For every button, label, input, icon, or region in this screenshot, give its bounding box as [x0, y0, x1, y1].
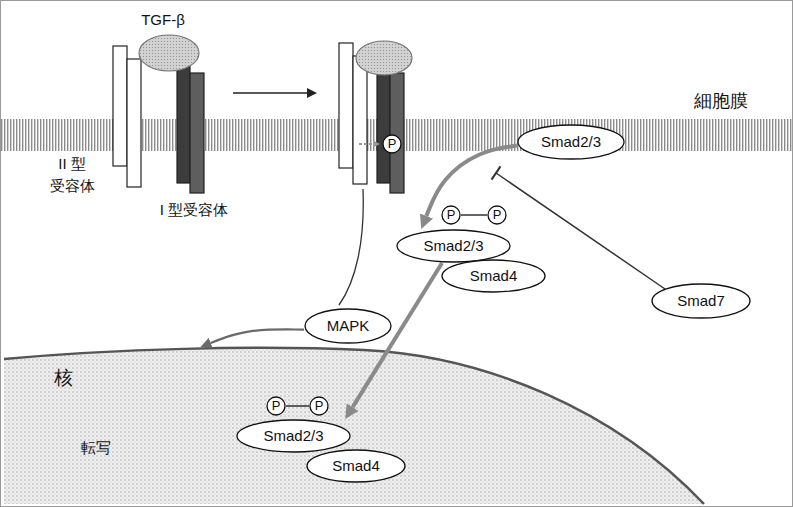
label-anchor: 細胞膜: [673, 91, 769, 113]
label-anchor: II 型 受容体: [39, 153, 105, 197]
receptor-label: II 型 受容体: [39, 153, 105, 197]
phosphate-circle: P: [266, 396, 286, 416]
phosphate-circle: P: [309, 396, 329, 416]
protein-ellipse: Smad2/3: [236, 419, 351, 453]
ligand-label: TGF-β: [141, 11, 185, 29]
label-anchor: I 型受容体: [139, 201, 249, 219]
receptor-label: I 型受容体: [160, 201, 228, 219]
phosphate-circle: P: [487, 205, 507, 225]
protein-ellipse: Smad7: [651, 283, 751, 319]
phosphate-label: P: [272, 398, 281, 414]
signal-arrow: [426, 146, 517, 216]
phosphorylation-arrow: [359, 143, 373, 145]
protein-ellipse: Smad2/3: [396, 229, 511, 263]
phosphate-label: P: [388, 136, 397, 152]
phosphate-circle: P: [441, 205, 461, 225]
protein-name: Smad7: [677, 292, 725, 310]
inhibition-bar: [492, 166, 501, 179]
membrane-label: 細胞膜: [694, 91, 748, 113]
mapk-branch-line: [339, 189, 363, 305]
protein-ellipse: Smad4: [441, 259, 546, 293]
protein-name: MAPK: [327, 317, 370, 335]
protein-name: Smad4: [332, 457, 380, 475]
phosphate-label: P: [447, 207, 456, 223]
activation-arrow: [233, 92, 307, 94]
protein-name: Smad4: [470, 267, 518, 285]
receptor-complex-active: [339, 41, 412, 193]
phosphate-label: P: [315, 398, 324, 414]
bond-line: [286, 405, 309, 406]
signal-arrow: [211, 329, 304, 343]
phosphate-label: P: [493, 207, 502, 223]
protein-name: Smad2/3: [541, 133, 601, 151]
kinase-ellipse: MAPK: [304, 308, 392, 344]
region-title: 核: [54, 367, 73, 390]
text-anchor: 転写: [56, 439, 136, 457]
protein-name: Smad2/3: [423, 237, 483, 255]
region-note: 転写: [81, 439, 111, 457]
protein-ellipse: Smad2/3: [517, 124, 625, 160]
receptor-complex: [113, 35, 204, 193]
nucleus-region: 核転写 P P Smad2/3Smad4: [4, 347, 790, 504]
bond-line: [461, 214, 487, 215]
text-anchor: 核: [23, 367, 103, 390]
protein-name: Smad2/3: [263, 427, 323, 445]
phosphate-circle: P: [382, 134, 402, 154]
protein-ellipse: Smad4: [306, 449, 406, 483]
label-anchor: TGF-β: [123, 11, 203, 29]
nucleus-outline: [4, 347, 790, 504]
